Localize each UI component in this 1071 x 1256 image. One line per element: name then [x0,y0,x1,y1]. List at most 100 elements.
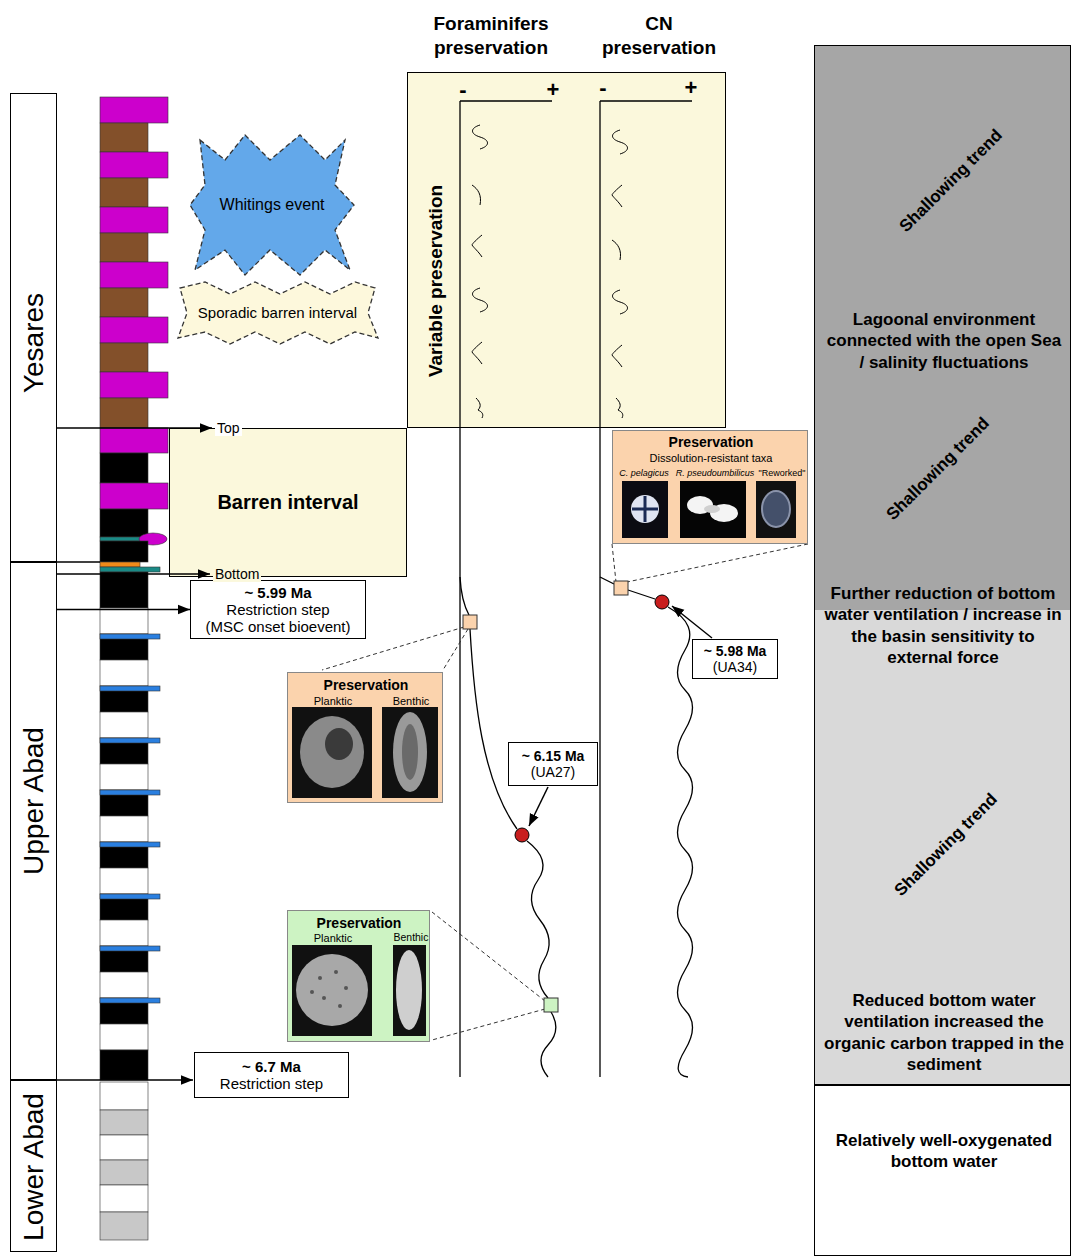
lithology-column [100,123,148,152]
node-text: Benthic [394,932,429,944]
preservation-axis [460,101,552,1077]
lithology-column [100,567,160,572]
formation-box: Lower Abad [10,1080,57,1252]
node-text: Upper Abad [18,727,50,875]
pointer-arrow [57,573,210,575]
micrograph [704,505,720,513]
lithology-column [100,842,160,847]
preservation-axis [600,101,692,1077]
lithology-column [100,1082,148,1110]
micrograph [334,970,338,974]
lithology-column [100,920,148,946]
lithology-column [100,1185,148,1212]
axis-sign: - [599,75,606,100]
panel-fill [169,72,808,1042]
preservation-curve [460,577,693,1077]
node-text: ~ 6.15 Ma [522,748,585,764]
boundary-label: Bottom [213,566,261,582]
micrograph [631,495,659,523]
node-text: "Reworked" [759,468,806,478]
event-box: ~ 5.99 MaRestriction step(MSC onset bioe… [190,580,366,639]
event-box: ~ 6.7 MaRestriction step [194,1052,349,1098]
leader-line [322,544,808,1040]
micrograph [292,707,372,798]
lithology-column [100,1024,148,1050]
node-text: Lagoonal environment connected with the … [824,309,1064,373]
panel-fill [287,910,430,1042]
lithology-column [100,317,168,343]
lithology-column [100,608,148,634]
micrograph [402,724,418,780]
pointer-arrow [529,787,548,826]
micrograph [396,950,422,1030]
lithology-column [100,541,148,562]
variability-squiggle [613,130,628,154]
barren-box: Barren interval [169,428,407,577]
lithology-column [100,998,160,1003]
variability-squiggle [612,345,622,367]
lithology-column [100,686,160,691]
micrograph [382,707,438,798]
variability-squiggle [473,125,488,149]
preservation-curve [668,607,693,1077]
node-text: Preservation [317,915,402,931]
lithology-column [100,178,148,207]
node-text: Planktic [314,932,353,945]
node-text: (MSC onset bioevent) [205,618,350,635]
pointer-arrow [57,561,100,563]
lithology-column [100,398,148,428]
micrograph [322,996,326,1000]
node-text: Shallowing trend [891,790,1002,901]
micrograph [622,481,668,538]
variability-squiggle [612,185,622,207]
axis-sign: + [685,75,698,100]
lithology-column [100,97,168,123]
micrograph [300,716,364,788]
lithology-column [100,790,160,795]
node-text: Yesares [18,293,50,393]
lithology-column [100,562,140,567]
leader-line [432,1009,545,1040]
variability-squiggle [472,342,482,364]
node-text: Restriction step [220,1075,323,1092]
micrograph [762,491,790,527]
node-text: Preservation [669,434,754,450]
node-text: Benthic [393,695,430,708]
preservation-curve [628,590,655,599]
micrograph [310,990,314,994]
lithology-column [100,660,148,686]
node-text: Planktic [314,695,353,708]
preservation-axis [460,101,692,1077]
formation-box: Upper Abad [10,562,57,1080]
lithology-column [100,1212,148,1240]
node-text: (UA27) [531,764,575,780]
preservation-curve [600,577,614,584]
event-shape: Sporadic barren interval [175,280,380,346]
node-text: Restriction step [226,601,329,618]
preservation-box: PreservationPlankticBenthic [287,672,443,803]
lithology-column [100,483,168,509]
micrograph [325,728,353,760]
event-box: ~ 5.98 Ma(UA34) [692,639,778,679]
lithology-column [100,738,160,743]
leader-line [627,544,808,582]
sample-marker [614,581,628,595]
environment-band: Relatively well-oxygenated bottom water [814,1085,1071,1256]
column-header: CN preservation [589,12,729,60]
variability-squiggle [472,125,628,418]
sample-marker [515,828,529,842]
node-text: ~ 5.98 Ma [704,643,767,659]
lithology-column [100,207,168,233]
lithology-column [100,816,148,842]
variability-squiggle [472,235,482,257]
lithology-column [100,453,148,483]
lithology-column [100,1050,148,1080]
lithology-column [100,764,148,790]
variability-squiggle [472,185,481,205]
node-text: Reduced bottom water ventilation increas… [824,990,1064,1075]
node-text: ~ 5.99 Ma [244,584,311,601]
preservation-box: PreservationDissolution-resistant taxaC.… [612,430,808,544]
node-text: Relatively well-oxygenated bottom water [824,1130,1064,1173]
lithology-column [100,1160,148,1185]
preservation-panel: Variable preservation [407,72,726,428]
